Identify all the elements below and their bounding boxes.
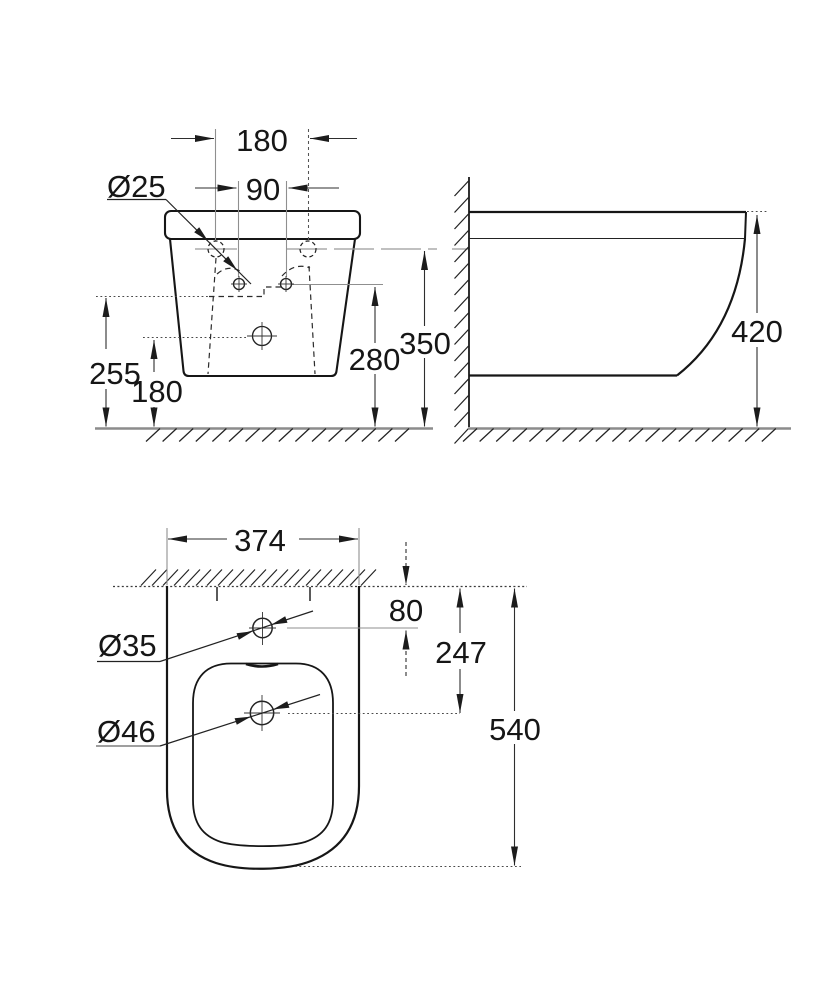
leader-line (165, 199, 252, 285)
side-floor-hatch (462, 428, 777, 442)
dim-label-fixing-width: 90 (246, 172, 280, 207)
dim-label-drain-height: 180 (131, 374, 183, 409)
leader-line (159, 610, 314, 663)
plan-body-outline (165, 586, 361, 870)
side-body-fill (469, 212, 746, 376)
leader-arrow (236, 631, 253, 640)
leader-arrow (223, 256, 237, 270)
side-profile-curve (676, 238, 747, 377)
leader-arrow (273, 701, 290, 710)
hole-label-25: Ø25 (107, 169, 166, 204)
hidden-bowl-edge (308, 265, 316, 375)
leader-arrow (194, 227, 208, 241)
dim-label-drain-offset: 247 (435, 635, 487, 670)
plan-view: 374 80 247 540 Ø35 Ø46 (96, 523, 541, 870)
mounting-hole-right (299, 240, 317, 258)
wall-hatch (454, 180, 469, 444)
dim-label-depth: 540 (489, 712, 541, 747)
front-view: 180 90 Ø25 255 180 280 350 (89, 123, 493, 442)
front-body (168, 238, 357, 378)
hole-label-35: Ø35 (98, 628, 157, 663)
dim-label-fixing-height: 280 (349, 342, 401, 377)
dim-label-tap-offset: 80 (389, 593, 423, 628)
side-right-edge (744, 211, 747, 239)
dim-label-mounting-width: 180 (236, 123, 288, 158)
hidden-bowl-edge (207, 257, 217, 375)
hidden-bowl-edge (281, 265, 311, 277)
plan-wall-hatch (140, 569, 377, 586)
dim-label-width: 374 (234, 523, 286, 558)
hidden-bowl-edge (209, 286, 281, 298)
front-rim (163, 209, 362, 241)
bowl-notch (245, 662, 279, 668)
leader-arrow (271, 616, 288, 625)
hidden-bowl-edge (216, 267, 244, 275)
mounting-hole-left (207, 240, 225, 258)
leader-arrow (234, 716, 251, 725)
dim-label-mounting-height: 350 (399, 326, 451, 361)
dim-label-total-height: 420 (731, 314, 783, 349)
hole-label-46: Ø46 (97, 714, 156, 749)
plan-inner-bowl (192, 662, 334, 848)
front-floor-hatch (145, 428, 410, 442)
side-view: 420 (454, 177, 791, 444)
dim-label-rim-height: 255 (89, 356, 141, 391)
